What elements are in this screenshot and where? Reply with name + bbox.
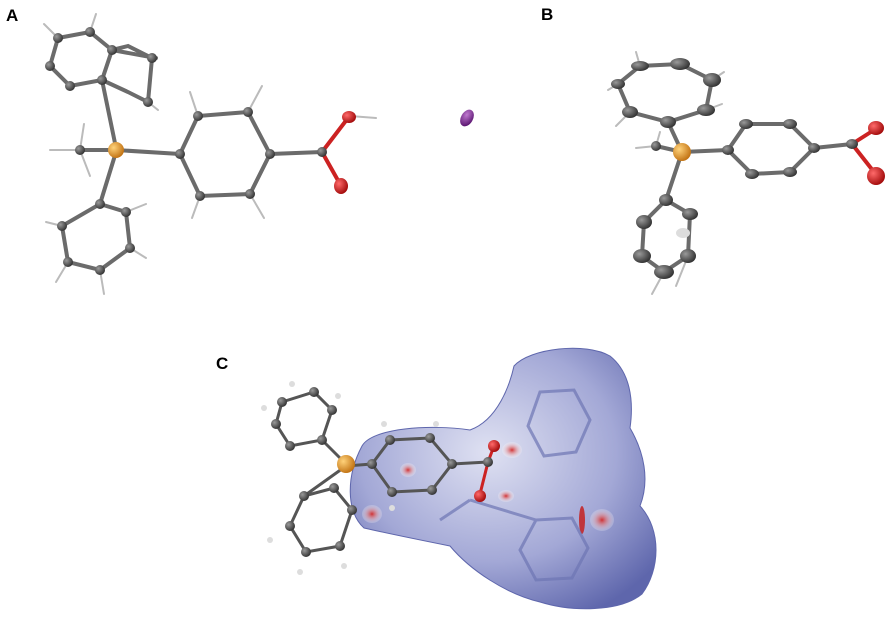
panel-b-atoms <box>611 58 885 279</box>
panel-label-c: C <box>216 354 229 373</box>
panel-c-atoms <box>261 381 500 575</box>
iodide-ion <box>460 109 474 127</box>
hirshfeld-surface <box>349 347 657 610</box>
panel-a-atoms <box>45 27 474 275</box>
panel-label-b: B <box>541 5 554 24</box>
panel-label-a: A <box>6 6 19 25</box>
